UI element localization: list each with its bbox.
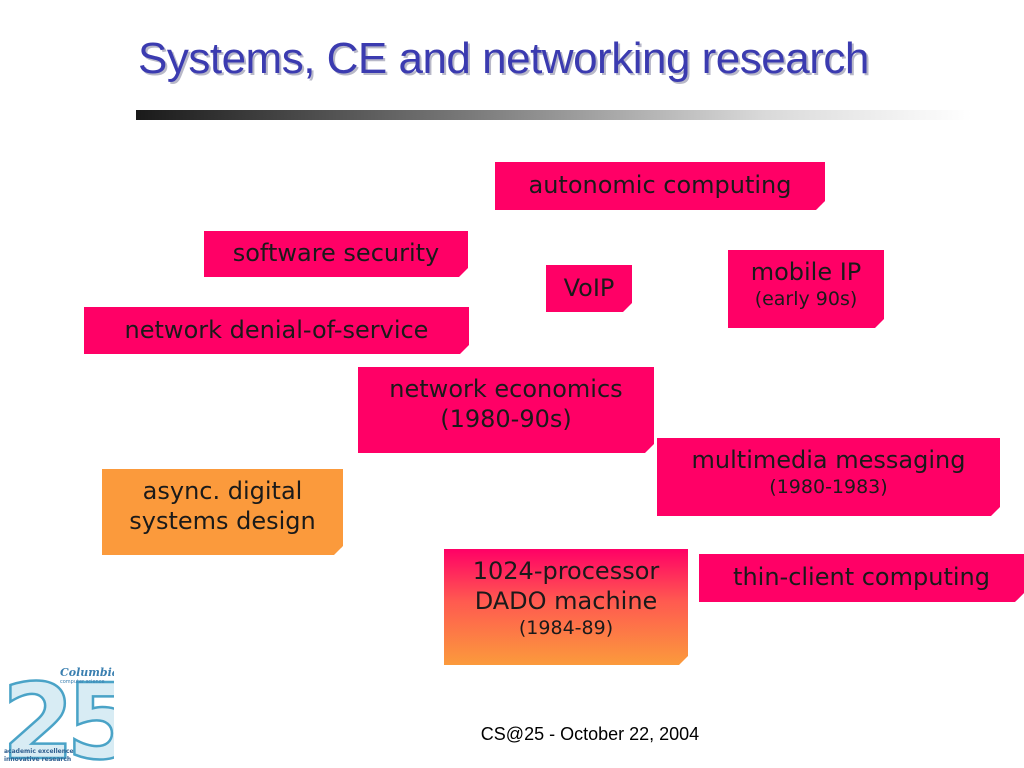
topic-thin-client-computing: thin-client computing [699, 554, 1024, 602]
topic-label: thin-client computing [733, 563, 990, 591]
topic-label: network economics [389, 375, 623, 403]
logo-motto-line2: innovative research [4, 756, 71, 763]
topic-async-digital-systems-design: async. digital systems design [102, 469, 343, 555]
topic-label: mobile IP [750, 258, 862, 286]
topic-voip: VoIP [546, 265, 632, 312]
topic-multimedia-messaging: multimedia messaging (1980-1983) [657, 438, 1000, 516]
topic-mobile-ip: mobile IP (early 90s) [728, 250, 884, 328]
topic-label: autonomic computing [528, 171, 792, 199]
topic-label-line2: DADO machine [474, 587, 658, 615]
topic-label: async. digital [142, 477, 303, 505]
topic-label: 1024-processor [472, 557, 660, 585]
slide-title: Systems, CE and networking research [138, 34, 869, 83]
columbia-cs25-logo: 25 Columbia computer science academic ex… [2, 662, 114, 766]
slide-footer: CS@25 - October 22, 2004 [480, 724, 700, 744]
topic-software-security: software security [204, 231, 468, 277]
topic-note: (1984-89) [518, 617, 614, 639]
topic-dado-machine: 1024-processor DADO machine (1984-89) [444, 549, 688, 665]
logo-subtitle: computer science [60, 679, 105, 685]
topic-label-line2: systems design [129, 507, 316, 535]
topic-label: VoIP [563, 274, 615, 302]
title-divider [136, 110, 972, 120]
topic-label: network denial-of-service [124, 316, 429, 344]
topic-network-economics: network economics (1980-90s) [358, 367, 654, 453]
logo-name: Columbia [60, 666, 114, 679]
topic-label: multimedia messaging [691, 446, 966, 474]
topic-network-denial-of-service: network denial-of-service [84, 307, 469, 354]
logo-motto-line1: academic excellence [4, 748, 74, 755]
topic-label: software security [232, 239, 440, 267]
topic-note: (1980-1983) [769, 476, 888, 498]
topic-note: (early 90s) [754, 288, 858, 310]
topic-autonomic-computing: autonomic computing [495, 162, 825, 210]
topic-label-line2: (1980-90s) [440, 405, 572, 433]
logo-number: 25 [2, 662, 114, 766]
